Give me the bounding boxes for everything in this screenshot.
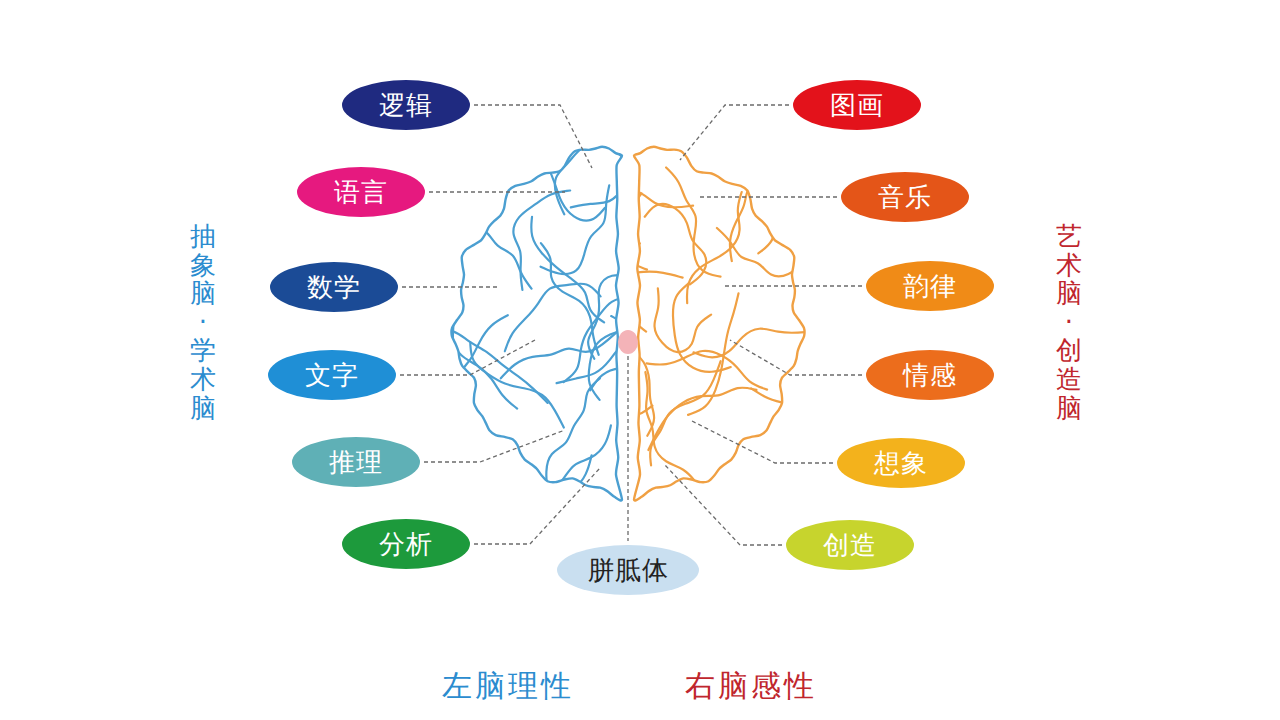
function-pill: 想象	[837, 438, 965, 488]
gyrus-stroke	[730, 143, 780, 261]
leader-line	[400, 340, 535, 375]
brain-gyri	[432, 127, 730, 496]
pill-text: 音乐	[878, 180, 932, 215]
gyrus-stroke	[446, 302, 517, 408]
corpus-callosum-dot	[618, 330, 638, 354]
pill-text: 情感	[903, 358, 957, 393]
pill-text: 想象	[874, 446, 928, 481]
function-pill: 韵律	[866, 261, 994, 311]
leader-line	[725, 285, 862, 286]
gyrus-stroke	[751, 388, 886, 405]
gyrus-stroke	[606, 191, 693, 234]
gyrus-stroke	[435, 331, 548, 403]
gyrus-stroke	[501, 331, 618, 378]
center-pill: 胼胝体	[557, 545, 699, 595]
gyrus-stroke	[563, 280, 641, 382]
gyrus-stroke	[666, 167, 720, 276]
leader-line	[424, 430, 565, 462]
gyrus-stroke	[647, 351, 768, 390]
pill-text: 数学	[307, 270, 361, 305]
gyrus-stroke	[717, 228, 823, 276]
band-title: 艺术脑·创造脑	[1056, 222, 1082, 422]
function-pill: 语言	[297, 167, 425, 217]
brain-band: 抽象脑·学术脑 逻辑语言数学文字推理分析	[180, 20, 510, 620]
pill-text: 创造	[823, 528, 877, 563]
leader-line	[700, 196, 837, 197]
pill-text: 推理	[329, 445, 383, 480]
pill-text: 胼胝体	[588, 553, 669, 588]
gyrus-stroke	[505, 284, 601, 352]
leader-line	[474, 105, 592, 168]
leader-line	[429, 191, 565, 192]
gyrus-stroke	[536, 171, 640, 243]
gyrus-stroke	[470, 342, 564, 427]
gyrus-stroke	[527, 112, 638, 177]
pill-text: 语言	[334, 175, 388, 210]
function-pill: 音乐	[841, 172, 969, 222]
gyrus-stroke	[645, 372, 697, 483]
gyrus-stroke	[693, 329, 817, 358]
band-title: 抽象脑·学术脑	[190, 222, 216, 422]
gyrus-stroke	[432, 209, 532, 289]
leader-lines	[400, 105, 862, 545]
pill-text: 逻辑	[379, 88, 433, 123]
hemisphere-outline	[452, 147, 622, 501]
function-pill: 数学	[270, 262, 398, 312]
function-pill: 创造	[786, 520, 914, 570]
band-fill	[775, 24, 1048, 615]
pill-text: 图画	[830, 88, 884, 123]
leader-line	[690, 420, 833, 463]
brain-band: 艺术脑·创造脑 图画音乐韵律情感想象创造	[770, 20, 1100, 620]
leader-line	[402, 286, 500, 287]
band-fill	[233, 24, 506, 615]
leader-line	[730, 340, 862, 375]
function-pill: 情感	[866, 350, 994, 400]
gyrus-stroke	[650, 361, 720, 465]
right-hemisphere	[527, 112, 886, 500]
caption-label: 左脑理性	[442, 666, 574, 707]
pill-text: 分析	[379, 527, 433, 562]
gyrus-stroke	[541, 185, 610, 274]
brain-gyri	[527, 112, 886, 483]
caption-label: 右脑感性	[685, 666, 817, 707]
gyrus-stroke	[654, 288, 711, 352]
gyrus-stroke	[571, 127, 629, 207]
gyrus-stroke	[594, 346, 654, 435]
leader-line	[474, 468, 600, 544]
leader-line	[680, 105, 789, 160]
left-hemisphere	[432, 127, 730, 501]
function-pill: 推理	[292, 437, 420, 487]
gyrus-stroke	[546, 378, 600, 491]
function-pill: 图画	[793, 80, 921, 130]
gyrus-stroke	[535, 377, 653, 415]
leader-line	[665, 465, 782, 545]
pill-text: 韵律	[903, 269, 957, 304]
pill-text: 文字	[305, 358, 359, 393]
leader-line	[627, 356, 628, 541]
gyrus-stroke	[645, 204, 706, 284]
gyrus-stroke	[493, 455, 591, 491]
hemisphere-outline	[634, 147, 804, 501]
function-pill: 分析	[342, 519, 470, 569]
gyrus-stroke	[688, 293, 739, 415]
gyrus-stroke	[581, 193, 642, 266]
function-pill: 文字	[268, 350, 396, 400]
gyrus-stroke	[577, 165, 647, 269]
function-pill: 逻辑	[342, 80, 470, 130]
